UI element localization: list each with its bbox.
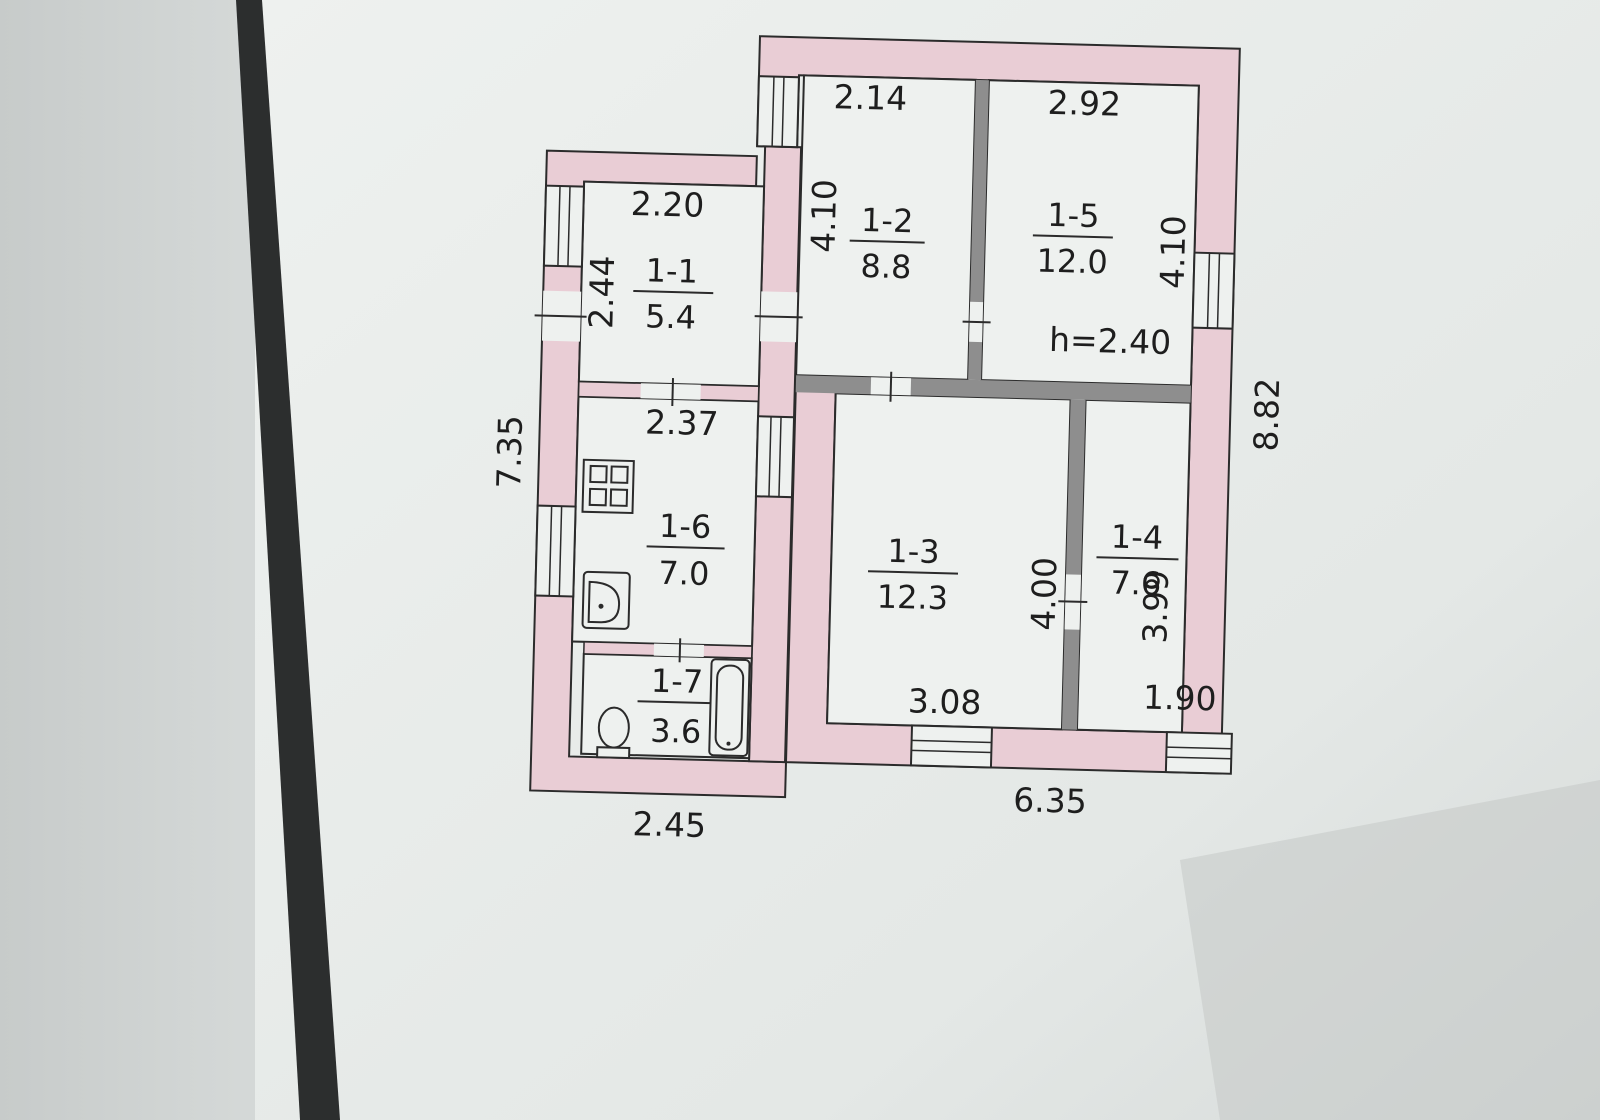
room-1-3-width: 3.08 bbox=[907, 681, 981, 722]
room-1-4-depth: 3.99 bbox=[1135, 570, 1176, 644]
toilet-icon bbox=[596, 706, 631, 760]
window bbox=[756, 75, 800, 149]
floor-plan: 1-1 5.4 1-2 8.8 1-5 12.0 1-6 7.0 1-3 12.… bbox=[489, 35, 1287, 845]
room-area: 7.0 bbox=[658, 554, 710, 593]
room-id: 1-4 bbox=[1110, 518, 1163, 557]
bathtub-icon bbox=[708, 658, 751, 758]
room-label-1-1: 1-1 5.4 bbox=[633, 251, 714, 337]
overall-bottom-right-length: 6.35 bbox=[1013, 780, 1087, 821]
room-area: 12.3 bbox=[876, 577, 948, 617]
room-id: 1-7 bbox=[650, 662, 703, 701]
overall-right-length: 8.82 bbox=[1246, 377, 1287, 451]
room-label-1-6: 1-6 7.0 bbox=[646, 507, 725, 593]
room-label-1-3: 1-3 12.3 bbox=[868, 532, 959, 617]
window bbox=[534, 504, 577, 598]
room-1-5-width: 2.92 bbox=[1047, 83, 1121, 124]
room-1-1-depth: 2.44 bbox=[581, 255, 622, 329]
book-spine bbox=[236, 0, 340, 1120]
room-1-2-depth: 4.10 bbox=[803, 179, 844, 253]
door-mark bbox=[671, 378, 675, 407]
room-area: 12.0 bbox=[1036, 242, 1108, 282]
room-area: 5.4 bbox=[645, 297, 697, 336]
window bbox=[1191, 251, 1236, 330]
sink-icon bbox=[581, 570, 631, 630]
door-mark bbox=[889, 371, 893, 402]
overall-bottom-left-length: 2.45 bbox=[632, 804, 706, 845]
room-label-1-5: 1-5 12.0 bbox=[1032, 196, 1113, 282]
door-mark bbox=[754, 315, 803, 319]
page-shadow bbox=[1180, 780, 1600, 1120]
door-mark bbox=[962, 320, 991, 324]
room-id: 1-5 bbox=[1047, 196, 1100, 235]
room-area: 8.8 bbox=[860, 247, 912, 286]
overall-left-length: 7.35 bbox=[489, 415, 530, 489]
ceiling-height: h=2.40 bbox=[1049, 320, 1172, 362]
stove-icon bbox=[581, 458, 635, 515]
room-1-1-width: 2.20 bbox=[630, 184, 704, 225]
partition-1-3-1-4 bbox=[1061, 399, 1086, 730]
room-1-6-width: 2.37 bbox=[645, 402, 719, 443]
room-label-1-4: 1-4 7.6 bbox=[1096, 518, 1179, 603]
room-id: 1-1 bbox=[645, 251, 698, 290]
room-1-4-width: 1.90 bbox=[1143, 677, 1217, 718]
room-id: 1-3 bbox=[887, 532, 940, 571]
window bbox=[1164, 731, 1233, 775]
room-label-1-2: 1-2 8.8 bbox=[849, 201, 925, 286]
door-opening bbox=[640, 383, 701, 400]
room-area: 7.6 bbox=[1110, 564, 1162, 603]
door-mark bbox=[678, 638, 682, 663]
room-area: 3.6 bbox=[650, 712, 702, 751]
room-1-2-width: 2.14 bbox=[833, 77, 907, 118]
window bbox=[909, 724, 994, 769]
door-mark bbox=[1058, 600, 1088, 603]
window bbox=[542, 184, 586, 268]
room-label-1-7: 1-7 3.6 bbox=[637, 662, 711, 751]
room-id: 1-6 bbox=[659, 507, 712, 546]
room-1-3-depth: 4.00 bbox=[1024, 557, 1065, 631]
room-id: 1-2 bbox=[861, 201, 914, 240]
window bbox=[754, 415, 796, 499]
room-1-5-depth: 4.10 bbox=[1153, 215, 1194, 289]
door-mark bbox=[534, 314, 587, 318]
